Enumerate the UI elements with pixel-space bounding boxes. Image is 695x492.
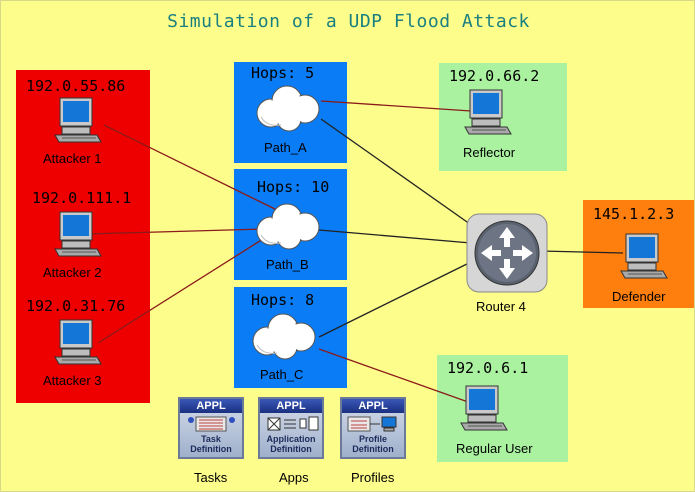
cloud-icon[interactable] [251, 83, 327, 137]
cloud-icon[interactable] [251, 201, 327, 255]
diagram-title: Simulation of a UDP Flood Attack [167, 11, 530, 32]
profiles-label: Profiles [351, 470, 395, 485]
application-definition-line2: Definition [270, 444, 312, 454]
attacker-3-ip: 192.0.31.76 [26, 297, 126, 315]
defender-label: Defender [612, 289, 666, 304]
attacker-1-label: Attacker 1 [43, 151, 102, 166]
path-c-label: Path_C [260, 367, 304, 382]
appl-badge: APPL [260, 399, 322, 413]
workstation-icon[interactable] [459, 385, 509, 437]
tasks-label: Tasks [194, 470, 228, 485]
regular-user-label: Regular User [456, 441, 533, 456]
attacker-1-ip: 192.0.55.86 [26, 77, 126, 95]
router-label: Router 4 [476, 299, 526, 314]
task-definition-line1: Task [201, 434, 221, 444]
reflector-ip: 192.0.66.2 [449, 67, 540, 85]
apps-label: Apps [279, 470, 309, 485]
task-definition-line2: Definition [190, 444, 232, 454]
workstation-icon[interactable] [53, 319, 103, 371]
regular-user-ip: 192.0.6.1 [447, 359, 529, 377]
appl-badge: APPL [342, 399, 404, 413]
path-b-label: Path_B [266, 257, 309, 272]
reflector-label: Reflector [463, 145, 516, 160]
path-a-hops: Hops: 5 [251, 64, 315, 82]
workstation-icon[interactable] [53, 97, 103, 149]
router-icon[interactable] [466, 213, 548, 297]
application-definition-line1: Application [266, 434, 316, 444]
appl-config-icon [347, 416, 397, 432]
profile-definition-line2: Definition [352, 444, 394, 454]
path-c-hops: Hops: 8 [251, 291, 315, 309]
attacker-3-label: Attacker 3 [43, 373, 102, 388]
attacker-2-ip: 192.0.111.1 [32, 189, 132, 207]
appl-config-icon [267, 416, 319, 431]
cloud-icon[interactable] [247, 311, 323, 365]
path-b-hops: Hops: 10 [257, 178, 330, 196]
path-a-label: Path_A [264, 140, 307, 155]
attacker-2-label: Attacker 2 [43, 265, 102, 280]
appl-badge: APPL [180, 399, 242, 413]
defender-ip: 145.1.2.3 [593, 205, 675, 223]
profile-definition-line1: Profile [358, 434, 387, 444]
workstation-icon[interactable] [619, 233, 669, 285]
workstation-icon[interactable] [463, 89, 513, 141]
workstation-icon[interactable] [53, 211, 103, 263]
appl-config-icon [188, 416, 235, 432]
